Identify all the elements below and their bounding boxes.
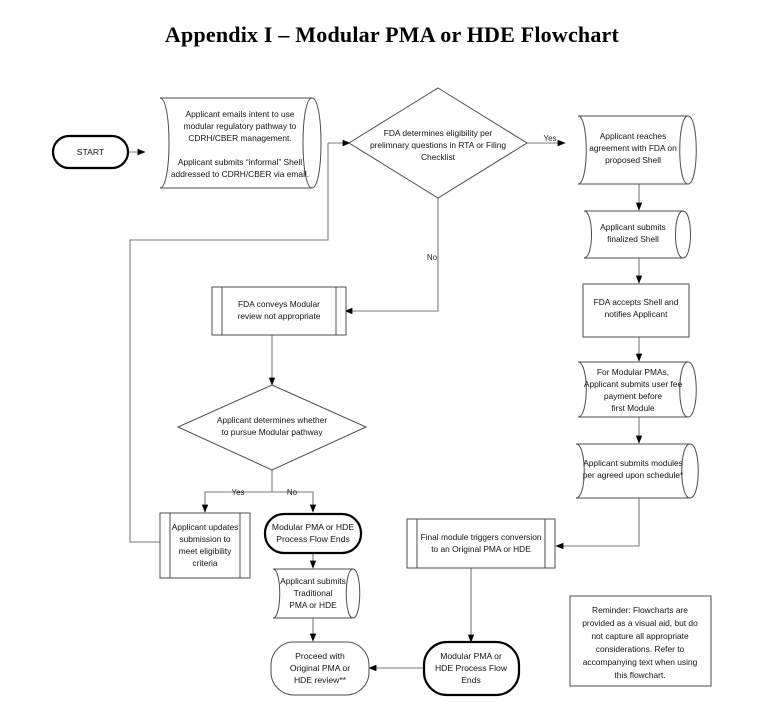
traditional-pma-line-2: Traditional [294, 588, 333, 598]
edge-label-yes-mid: Yes [231, 488, 244, 497]
node-traditional-pma[interactable]: Applicant submits Traditional PMA or HDE [272, 568, 361, 619]
modular-ends-mid-line-1: Modular PMA or HDE [272, 522, 354, 532]
submits-modules-line-1: Applicant submits modules [583, 458, 683, 468]
fda-eligibility-line-3: Checklist [421, 152, 456, 162]
agreement-shell-right-curve [687, 115, 697, 185]
submits-modules-line-2: per agreed upon schedule* [583, 470, 684, 480]
node-modular-ends-bottom[interactable]: Modular PMA or HDE Process Flow Ends [422, 640, 521, 697]
pursue-modular-line-2: to pursue Modular pathway [221, 427, 323, 437]
fda-conveys-shape [211, 286, 347, 336]
agreement-shell-line-3: proposed Shell [605, 155, 661, 165]
applicant-updates-shape [159, 512, 251, 579]
applicant-emails-line-6: addressed to CDRH/CBER via email. [171, 169, 309, 179]
user-fee-line-3: payment before [604, 391, 663, 401]
modular-ends-bottom-line-3: Ends [461, 675, 481, 685]
node-fda-conveys[interactable]: FDA conveys Modular review not appropria… [211, 286, 347, 336]
fda-eligibility-shape [348, 87, 528, 199]
finalized-shell-line-2: finalized Shell [607, 234, 659, 244]
final-module-shape [406, 518, 556, 569]
node-fda-eligibility[interactable]: FDA determines eligibility per prelimnar… [348, 87, 528, 199]
proceed-original-line-1: Proceed with [295, 651, 345, 661]
edge-modules-to-final-module [555, 498, 640, 550]
edge-emails-feedback-to-left [129, 143, 329, 543]
applicant-updates-line-3: meet eligibility [179, 546, 232, 556]
reminder-line-6: this flowchart. [614, 670, 665, 680]
page-title: Appendix I – Modular PMA or HDE Flowchar… [164, 22, 620, 47]
modular-ends-bottom-line-2: HDE Process Flow [435, 663, 508, 673]
agreement-shell-line-2: agreement with FDA on [589, 143, 677, 153]
finalized-shell-right-curve [682, 210, 691, 259]
user-fee-line-2: Applicant submits user fee [584, 379, 683, 389]
applicant-updates-line-1: Applicant updates [172, 522, 239, 532]
start-label: START [77, 147, 105, 157]
user-fee-line-1: For Modular PMAs, [597, 367, 669, 377]
node-applicant-updates[interactable]: Applicant updates submission to meet eli… [159, 512, 251, 579]
start-shape [51, 134, 130, 170]
node-applicant-emails[interactable]: Applicant emails intent to use modular r… [159, 97, 322, 189]
user-fee-right-curve [687, 361, 697, 418]
node-modular-ends-mid[interactable]: Modular PMA or HDE Process Flow Ends [263, 512, 363, 555]
node-agreement-shell[interactable]: Applicant reaches agreement with FDA on … [577, 115, 697, 185]
modular-ends-mid-line-2: Process Flow Ends [276, 534, 350, 544]
edge-label-yes-top: Yes [543, 134, 556, 143]
applicant-updates-line-4: criteria [192, 558, 217, 568]
applicant-emails-line-1: Applicant emails intent to use [186, 109, 295, 119]
fda-eligibility-line-1: FDA determines eligibility per [384, 128, 493, 138]
node-user-fee[interactable]: For Modular PMAs, Applicant submits user… [577, 361, 697, 418]
pursue-modular-shape [176, 384, 368, 471]
applicant-emails-line-2: modular regulatory pathway to [184, 121, 297, 131]
node-proceed-original[interactable]: Proceed with Original PMA or HDE review*… [270, 641, 370, 696]
applicant-emails-line-3: CDRH/CBER management. [188, 133, 291, 143]
reminder-shape [569, 595, 712, 687]
node-submits-modules[interactable]: Applicant submits modules per agreed upo… [575, 443, 699, 499]
edge-decision-no-to-fda-conveys [344, 198, 439, 315]
fda-accepts-line-2: notifies Applicant [605, 309, 669, 319]
edge-pursue-no [272, 491, 317, 513]
final-module-line-1: Final module triggers conversion [420, 532, 541, 542]
user-fee-line-4: first Module [611, 403, 655, 413]
proceed-original-shape [270, 641, 370, 696]
applicant-emails-line-5: Applicant submits “informal” Shell [178, 157, 302, 167]
reminder-line-3: not capture all appropriate [591, 631, 689, 641]
reminder-line-4: considerations. Refer to [596, 644, 685, 654]
modular-ends-bottom-line-1: Modular PMA or [440, 651, 502, 661]
pursue-modular-line-1: Applicant determines whether [217, 415, 328, 425]
fda-eligibility-line-2: prelimnary questions in RTA or Filing [370, 140, 506, 150]
fda-accepts-shell-shape [582, 283, 690, 338]
traditional-pma-line-1: Applicant submits [280, 576, 346, 586]
traditional-pma-line-3: PMA or HDE [289, 600, 337, 610]
edge-pursue-yes [201, 491, 272, 513]
submits-modules-right-curve [689, 443, 699, 499]
modular-ends-mid-shape [263, 512, 363, 555]
applicant-updates-line-2: submission to [179, 534, 231, 544]
modular-ends-bottom-shape [422, 640, 521, 697]
edge-labels: Yes No Yes No [231, 134, 556, 497]
reminder-line-2: provided as a visual aid, but do [582, 618, 698, 628]
applicant-emails-right-curve [311, 97, 322, 189]
node-finalized-shell[interactable]: Applicant submits finalized Shell [583, 210, 691, 259]
node-reminder: Reminder: Flowcharts are provided as a v… [569, 595, 712, 687]
node-final-module[interactable]: Final module triggers conversion to an O… [406, 518, 556, 569]
finalized-shell-line-1: Applicant submits [600, 222, 666, 232]
proceed-original-line-3: HDE review** [294, 675, 347, 685]
node-fda-accepts-shell[interactable]: FDA accepts Shell and notifies Applicant [582, 283, 690, 338]
traditional-pma-right-curve [352, 568, 361, 619]
fda-accepts-line-1: FDA accepts Shell and [594, 297, 679, 307]
node-start[interactable]: START [51, 134, 130, 170]
edge-label-no-top: No [427, 253, 438, 262]
edge-label-no-mid: No [287, 488, 298, 497]
fda-conveys-line-2: review not appropriate [238, 311, 321, 321]
agreement-shell-line-1: Applicant reaches [600, 131, 667, 141]
reminder-line-1: Reminder: Flowcharts are [592, 605, 688, 615]
final-module-line-2: to an Original PMA or HDE [431, 544, 531, 554]
reminder-line-5: accompanying text when using [583, 657, 698, 667]
connectors [128, 139, 643, 672]
proceed-original-line-2: Original PMA or [290, 663, 350, 673]
node-pursue-modular[interactable]: Applicant determines whether to pursue M… [176, 384, 368, 471]
fda-conveys-line-1: FDA conveys Modular [238, 299, 320, 309]
